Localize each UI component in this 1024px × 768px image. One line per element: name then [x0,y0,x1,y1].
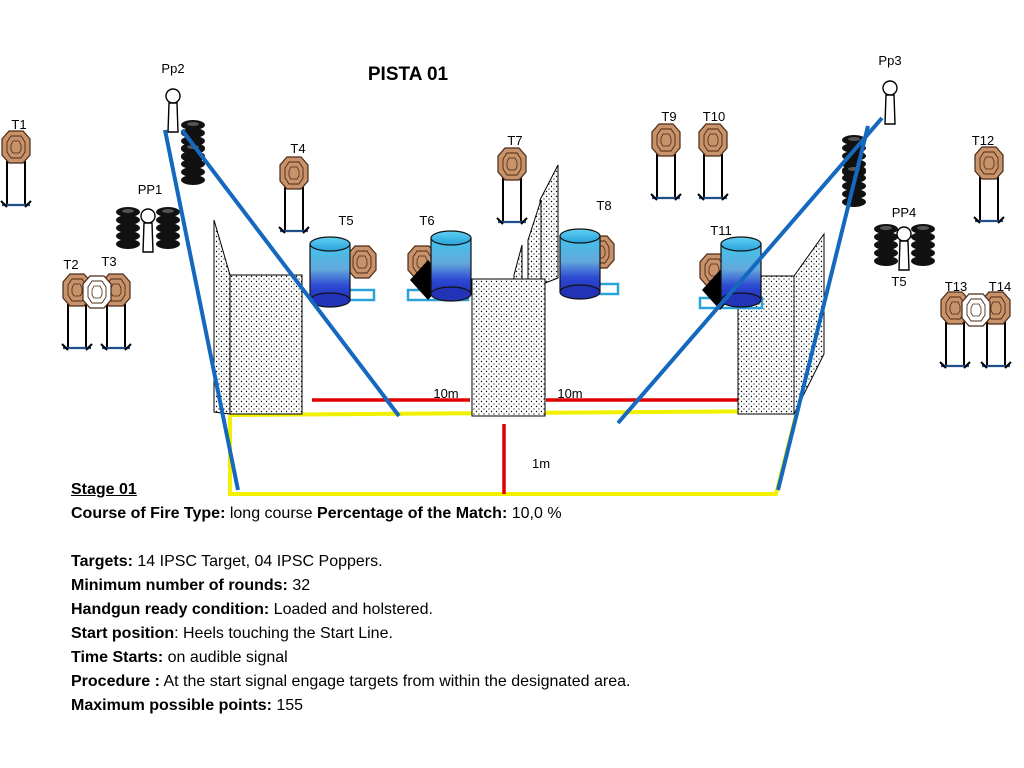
target-t12 [972,146,1006,225]
target-t4 [277,156,311,235]
label-t1: T1 [11,117,26,132]
right-wall [737,232,825,415]
label-t3: T3 [101,254,116,269]
label-pp1: PP1 [138,182,163,197]
stage-brief: Stage 01 Course of Fire Type: long cours… [71,478,1011,718]
start-value: : Heels touching the Start Line. [174,625,393,642]
rounds-row: Minimum number of rounds: 32 [71,574,1011,598]
ready-label: Handgun ready condition: [71,601,270,618]
sight-lines [163,116,884,491]
percent-value: 10,0 % [507,505,562,522]
label-t13: T13 [945,279,967,294]
procedure-value: At the start signal engage targets from … [159,673,631,690]
course-label: Course of Fire Type: [71,505,226,522]
popper-pp3 [882,80,898,125]
label-1m: 1m [532,456,550,471]
left-wall [213,219,303,415]
label-t11: T11 [710,223,731,238]
label-t5: T5 [338,213,353,228]
target-t7 [495,147,529,226]
stage-title: PISTA 01 [368,64,449,85]
course-row: Course of Fire Type: long course Percent… [71,502,1011,526]
procedure-row: Procedure : At the start signal engage t… [71,670,1011,694]
target-t14 [961,291,1013,370]
target-t9 [649,123,683,202]
label-t8: T8 [596,198,611,213]
popper-pp2 [165,88,181,133]
popper-pp4 [896,226,912,271]
barrel-target-t5 [309,236,377,308]
label-pp2: Pp2 [161,61,184,76]
points-label: Maximum possible points: [71,697,272,714]
points-value: 155 [271,697,304,714]
label-t6: T6 [419,213,434,228]
label-t9: T9 [661,109,676,124]
ready-value: Loaded and holstered. [269,601,433,618]
label-pp3: Pp3 [878,53,901,68]
barrel-target-t8 [559,228,620,300]
barrel-target-t11 [698,236,764,310]
tire-stack-pp4-left [874,224,898,266]
label-t10: T10 [703,109,725,124]
rounds-label: Minimum number of rounds: [71,577,288,594]
target-t10 [696,123,730,202]
label-t4: T4 [290,141,305,156]
percent-label: Percentage of the Match: [317,505,508,522]
targets-row: Targets: 14 IPSC Target, 04 IPSC Poppers… [71,550,1011,574]
ready-row: Handgun ready condition: Loaded and hols… [71,598,1011,622]
start-row: Start position: Heels touching the Start… [71,622,1011,646]
course-value: long course [225,505,313,522]
time-label: Time Starts: [71,649,164,666]
distance-lines [312,398,740,494]
barrel-target-t6 [406,230,472,302]
tire-stack-pp1-left [116,207,140,249]
label-10m-left: 10m [433,386,458,401]
stage-heading: Stage 01 [71,481,137,498]
popper-pp1 [140,208,156,253]
targets-label: Targets: [71,553,133,570]
label-t14: T14 [989,279,1011,294]
target-t1 [0,130,33,209]
time-value: on audible signal [163,649,288,666]
label-10m-right: 10m [557,386,582,401]
procedure-label: Procedure : [71,673,160,690]
tire-stack-pp1-right [156,207,180,249]
tire-stack-pp4-right [911,224,935,266]
label-t7: T7 [507,133,522,148]
label-t5-right: T5 [891,274,906,289]
label-pp4: PP4 [892,205,917,220]
targets-value: 14 IPSC Target, 04 IPSC Poppers. [132,553,383,570]
center-wall [471,278,546,417]
start-label: Start position [71,625,175,642]
points-row: Maximum possible points: 155 [71,694,1011,718]
target-t3 [82,273,133,352]
rounds-value: 32 [287,577,311,594]
label-t2: T2 [63,257,78,272]
label-t12: T12 [972,133,994,148]
time-row: Time Starts: on audible signal [71,646,1011,670]
